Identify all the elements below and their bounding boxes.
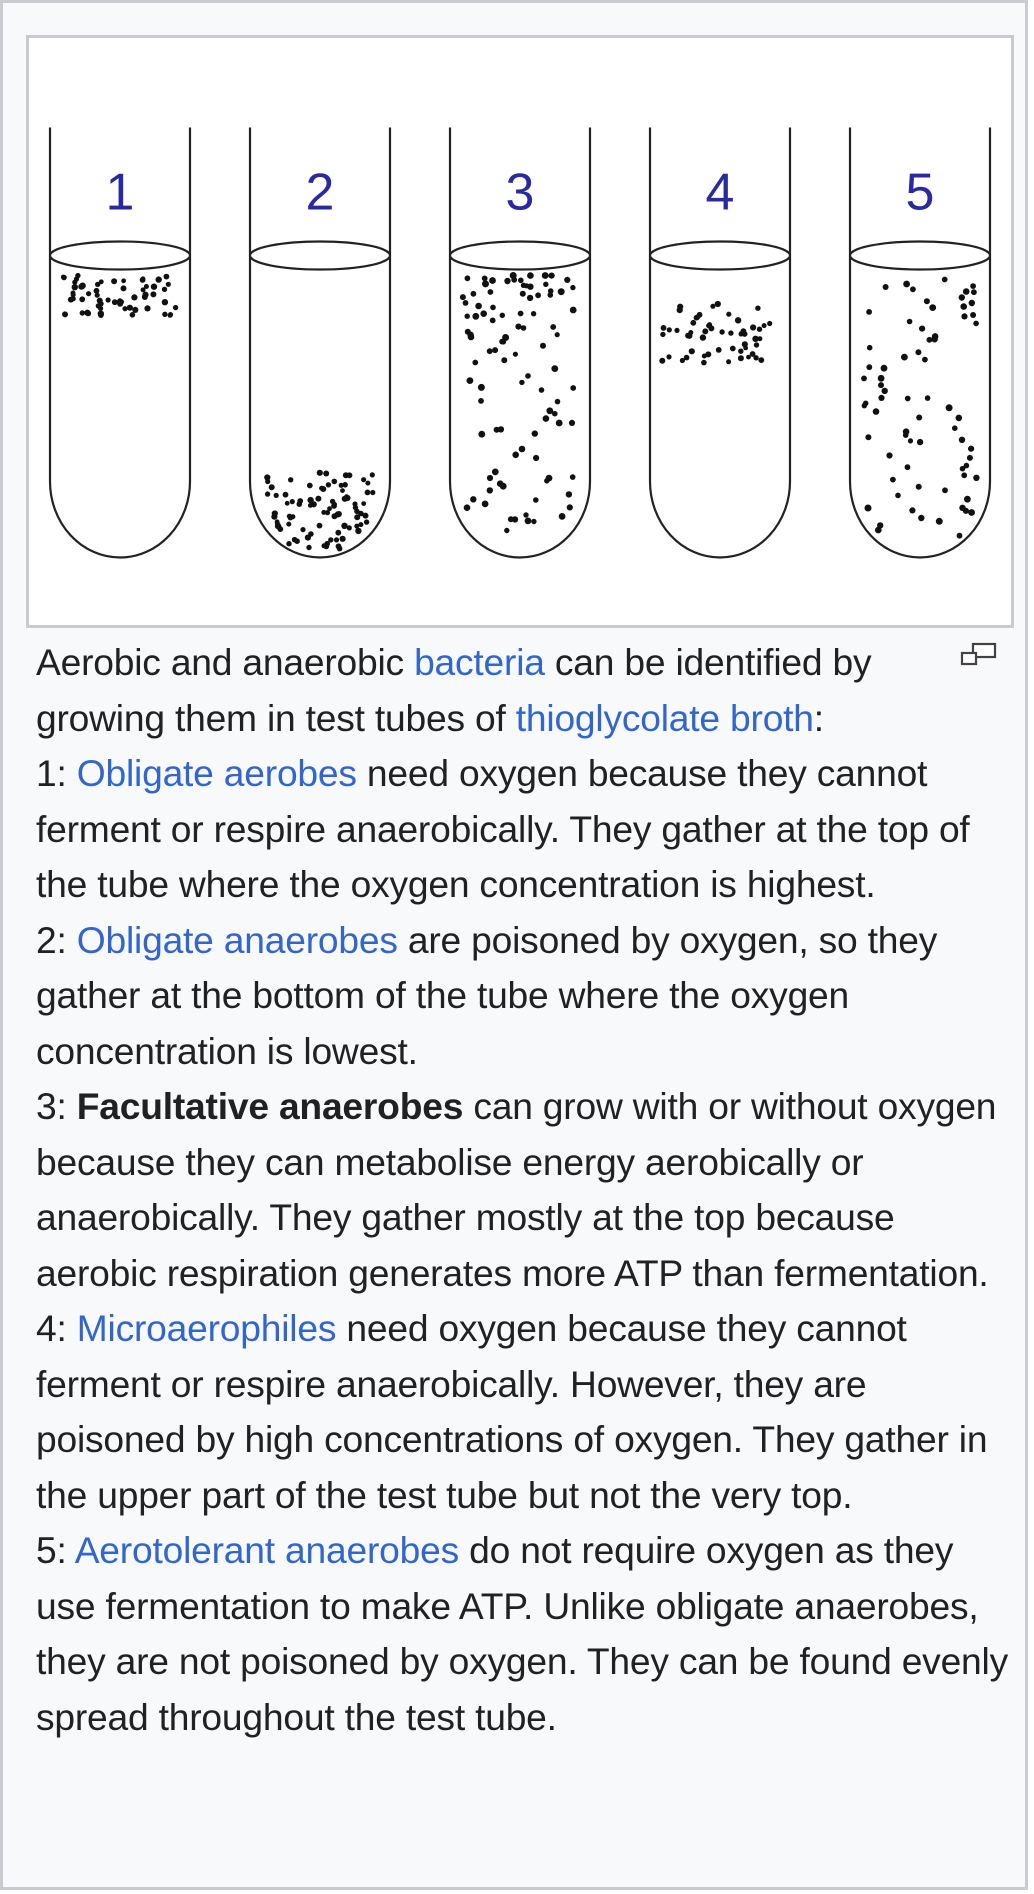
test-tube-5: 5 [848, 127, 992, 559]
item-text: need oxygen because they cannot ferment … [36, 1307, 988, 1516]
link-microaerophiles[interactable]: Microaerophiles [76, 1307, 337, 1349]
item-text: do not require oxygen as they use fermen… [36, 1529, 1008, 1738]
term-facultative-anaerobes: Facultative anaerobes [76, 1085, 464, 1127]
item-number: 2: [36, 918, 77, 961]
intro-text: can be identified by growing them in tes… [36, 641, 872, 739]
enlarge-icon[interactable] [959, 641, 999, 671]
test-tube-1: 1 [48, 127, 192, 559]
link-obligate-aerobes[interactable]: Obligate aerobes [76, 752, 357, 794]
caption-intro: Aerobic and anaerobic bacteria can be id… [36, 635, 1008, 746]
item-number: 4: [36, 1307, 77, 1349]
caption-item-1: 1: Obligate aerobes need oxygen because … [36, 746, 1008, 913]
caption-item-3: 3: Facultative anaerobes can grow with o… [36, 1079, 1008, 1301]
test-tube-4: 4 [648, 127, 792, 559]
test-tube-3: 3 [448, 127, 592, 559]
link-thioglycolate-broth[interactable]: thioglycolate broth [515, 696, 814, 739]
figure-caption: Aerobic and anaerobic bacteria can be id… [36, 635, 1008, 1745]
test-tubes-image[interactable]: 1 2 3 4 5 [26, 35, 1014, 628]
link-aerotolerant-anaerobes[interactable]: Aerotolerant anaerobes [74, 1529, 459, 1571]
caption-item-5: 5: Aerotolerant anaerobes do not require… [36, 1523, 1008, 1745]
tube-number-label: 5 [906, 164, 935, 222]
item-number: 3: [36, 1085, 77, 1127]
caption-item-4: 4: Microaerophiles need oxygen because t… [36, 1301, 1008, 1523]
item-number: 5: [36, 1529, 75, 1571]
tube-number-label: 2 [306, 164, 335, 222]
item-text: need oxygen because they cannot ferment … [36, 752, 970, 905]
link-bacteria[interactable]: bacteria [414, 641, 545, 683]
link-obligate-anaerobes[interactable]: Obligate anaerobes [76, 918, 398, 961]
tube-number-label: 4 [706, 164, 735, 222]
tube-number-label: 3 [506, 164, 535, 222]
test-tubes-drawing: 1 2 3 4 5 [48, 127, 992, 559]
test-tube-2: 2 [248, 127, 392, 559]
item-text: are poisoned by oxygen, so they gather a… [36, 918, 938, 1072]
item-text: can grow with or without oxygen because … [36, 1085, 997, 1294]
tube-number-label: 1 [106, 164, 135, 222]
item-number: 1: [36, 752, 77, 794]
intro-text: Aerobic and anaerobic [36, 641, 415, 683]
caption-item-2: 2: Obligate anaerobes are poisoned by ox… [36, 913, 1008, 1080]
intro-text: : [813, 696, 824, 739]
